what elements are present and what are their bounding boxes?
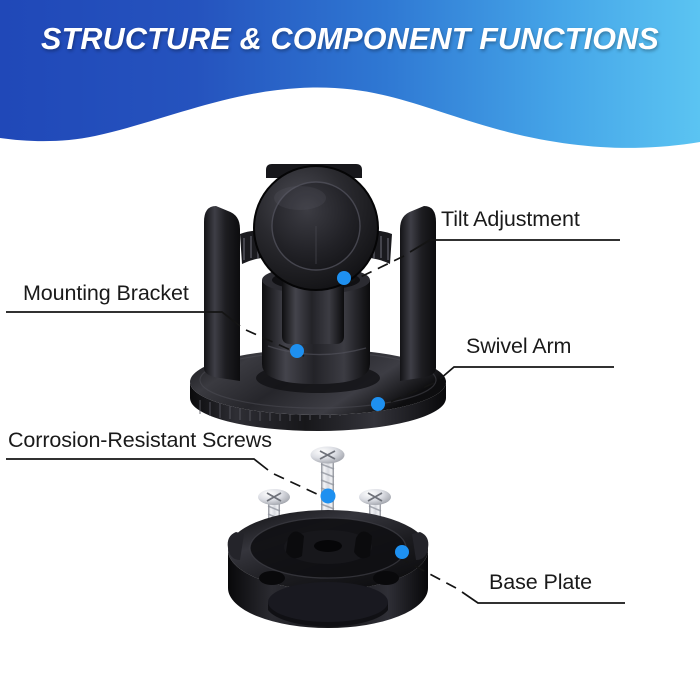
base-plate-slot-right [354,531,372,559]
base-plate-center-hole [314,540,342,552]
base-plate-bottom-lip [268,602,388,627]
base-plate-hole-right [373,571,399,585]
knob-outline [253,165,379,291]
banner-shape [0,0,700,148]
screw-right-phillips-cross [367,492,383,502]
bracket-right-wall [400,206,436,381]
base-plate-clip-right [412,532,429,560]
mount-assembly-graphic [190,164,446,628]
callout-label-base-plate: Base Plate [489,570,592,594]
base-plate-slot-left [286,531,304,559]
product-illustration [0,150,700,700]
knob-specular-highlight [274,186,326,210]
callout-label-tilt-adjustment: Tilt Adjustment [441,207,580,231]
callout-label-corrosion-resistant-screws: Corrosion-Resistant Screws [8,428,272,452]
upper-mount-assembly [190,164,446,431]
base-plate-hole-left [259,571,285,585]
screw-center-phillips-cross [319,450,336,460]
base-plate-clip-left [227,532,244,560]
base-plate-bottom-face [268,582,388,622]
callout-label-swivel-arm: Swivel Arm [466,334,572,358]
header-wave-graphic [0,0,700,148]
bracket-left-wall [204,206,240,381]
base-disc-knurled-rim [190,382,446,431]
base-plate-assembly [227,446,429,628]
header-banner: STRUCTURE & COMPONENT FUNCTIONS [0,0,700,150]
knob-inner-ring [271,181,361,271]
callout-label-mounting-bracket: Mounting Bracket [23,281,189,305]
